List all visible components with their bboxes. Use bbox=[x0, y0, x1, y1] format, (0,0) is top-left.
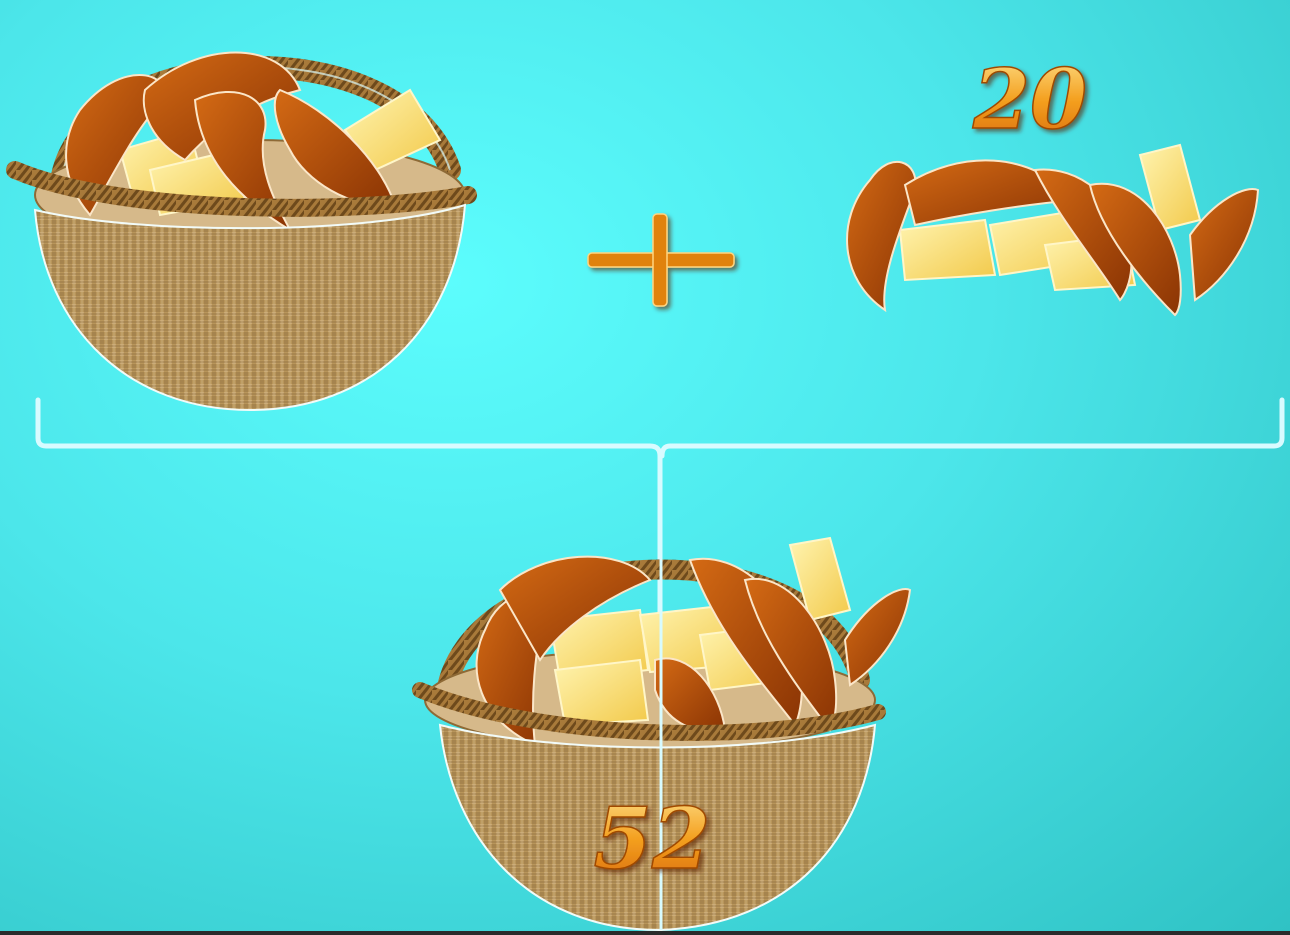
total-quantity-label: 52 bbox=[594, 789, 711, 888]
bottom-border bbox=[0, 931, 1290, 935]
plus-icon bbox=[588, 214, 734, 306]
basket-start bbox=[15, 53, 468, 411]
basket-body bbox=[35, 205, 465, 410]
added-quantity-label: 20 bbox=[972, 52, 1087, 148]
added-rolls bbox=[847, 145, 1258, 315]
